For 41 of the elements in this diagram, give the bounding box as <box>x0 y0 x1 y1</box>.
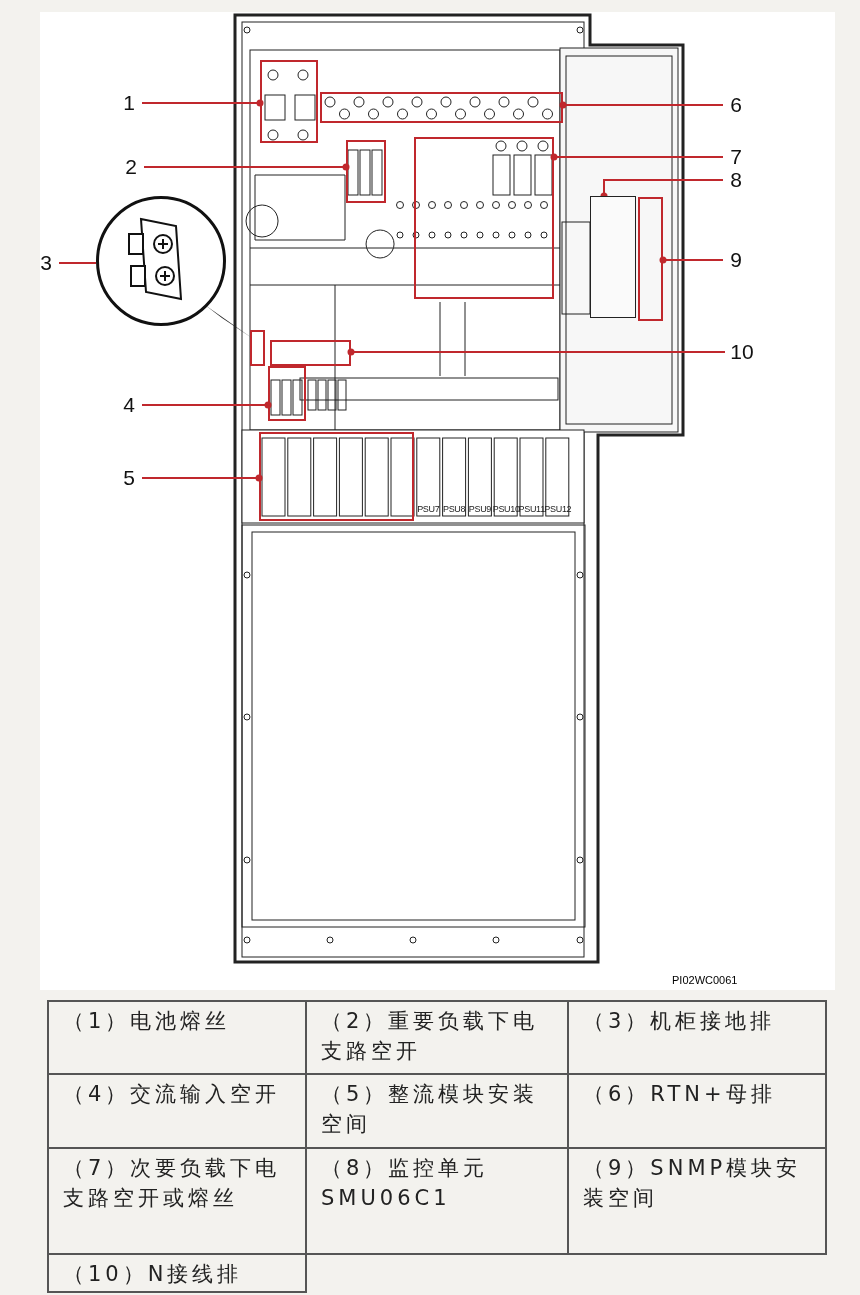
callout-number: 1 <box>118 92 140 114</box>
leader-line <box>58 262 97 264</box>
table-cell: （10）N接线排 <box>48 1254 306 1292</box>
monitor-unit <box>590 196 636 318</box>
leader-line <box>141 401 272 409</box>
slot-label: PSU9 <box>467 504 493 514</box>
highlight-frame <box>259 432 414 521</box>
table-cell: （2）重要负载下电支路空开 <box>306 1001 568 1074</box>
leader-line <box>550 153 724 161</box>
leader-line <box>659 256 724 264</box>
table-cell: （3）机柜接地排 <box>568 1001 826 1074</box>
callout-number: 6 <box>725 94 747 116</box>
slot-label: PSU11 <box>518 504 545 514</box>
callout-number: 3 <box>35 252 57 274</box>
leader-line <box>559 101 724 109</box>
highlight-frame <box>414 137 554 299</box>
callout-number: 8 <box>725 169 747 191</box>
leader-line <box>141 99 264 107</box>
leader-line <box>141 474 263 482</box>
highlight-frame <box>320 92 563 123</box>
highlight-frame <box>638 197 663 321</box>
figure-code: PI02WC0061 <box>672 974 738 986</box>
callout-number: 5 <box>118 467 140 489</box>
callout-number: 10 <box>727 341 757 363</box>
leader-line <box>143 163 350 171</box>
table-cell: （5）整流模块安装空间 <box>306 1074 568 1148</box>
highlight-frame <box>250 330 265 366</box>
callout-number: 2 <box>120 156 142 178</box>
leader-line <box>347 348 726 356</box>
highlight-frame <box>268 366 306 421</box>
highlight-frame <box>260 60 318 143</box>
slot-label: PSU8 <box>441 504 467 514</box>
table-cell: （7）次要负载下电支路空开或熔丝 <box>48 1148 306 1254</box>
highlight-frame <box>346 140 386 203</box>
callout-number: 4 <box>118 394 140 416</box>
table-cell: （4）交流输入空开 <box>48 1074 306 1148</box>
callout-number: 7 <box>725 146 747 168</box>
table-cell: （1）电池熔丝 <box>48 1001 306 1074</box>
table-cell: （6）RTN+母排 <box>568 1074 826 1148</box>
callout-number: 9 <box>725 249 747 271</box>
highlight-frame <box>270 340 351 366</box>
